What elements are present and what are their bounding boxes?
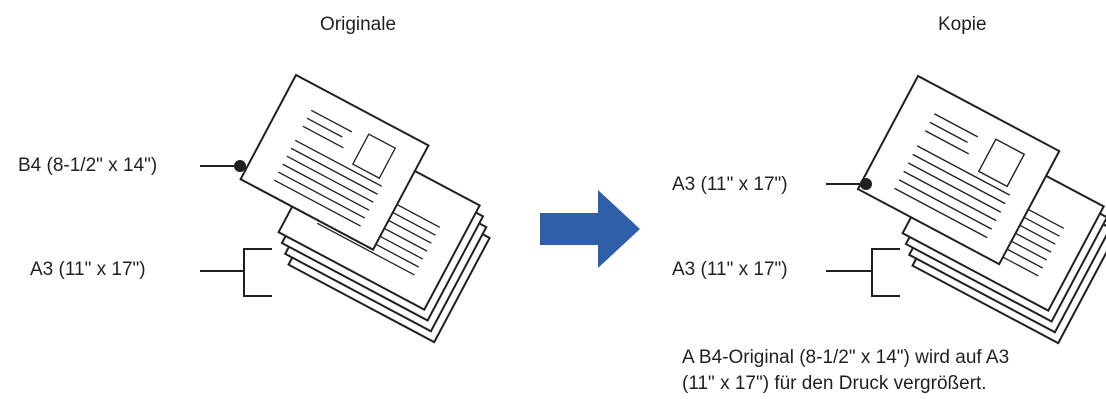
caption-line-1: A B4-Original (8-1/2" x 14") wird auf A3 (682, 347, 1010, 368)
caption-line-2: (11" x 17") für den Druck vergrößert. (682, 373, 987, 394)
b4-leader (200, 160, 246, 172)
a3-copy-top-label: A3 (11" x 17") (672, 174, 788, 195)
right-arrow-icon (540, 190, 640, 268)
b4-original-document (239, 73, 430, 251)
a3-original-label: A3 (11" x 17") (30, 259, 146, 280)
a3-copy-document (856, 74, 1061, 266)
originals-title: Originale (320, 14, 397, 35)
caption: A B4-Original (8-1/2" x 14") wird auf A3… (682, 345, 1009, 397)
b4-original-label: B4 (8-1/2" x 14") (18, 155, 158, 176)
a3-original-bracket (200, 248, 272, 297)
a3-copy-bracket (826, 248, 900, 297)
a3-copy-top-leader (826, 178, 872, 190)
a3-copy-bottom-label: A3 (11" x 17") (672, 259, 788, 280)
copy-title: Kopie (938, 14, 987, 35)
